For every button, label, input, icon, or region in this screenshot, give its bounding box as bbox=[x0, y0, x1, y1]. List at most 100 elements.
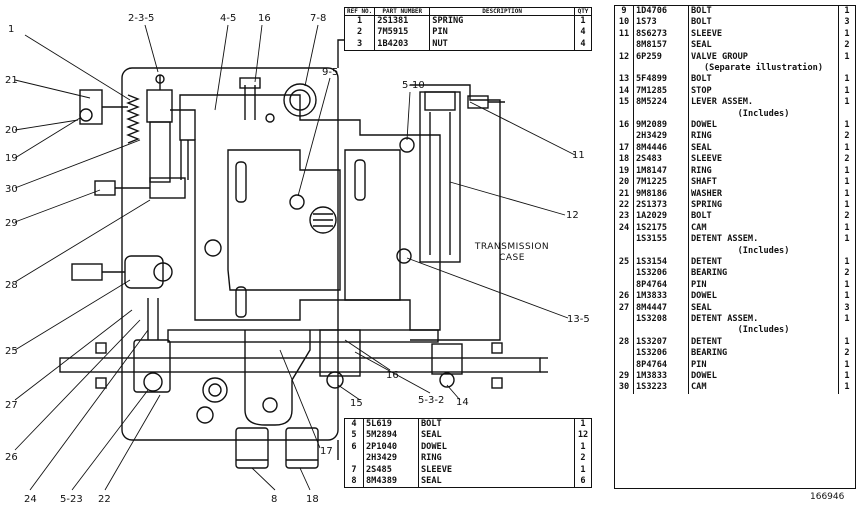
part-number-cell: 8P4764 bbox=[633, 359, 689, 371]
ref-no-cell bbox=[615, 359, 634, 371]
description-cell: SLEEVE bbox=[688, 154, 839, 166]
qty-cell: 1 bbox=[844, 222, 850, 233]
callout-13-5: 13-5 bbox=[567, 314, 590, 325]
callout-20: 20 bbox=[5, 125, 18, 136]
ref-no-cell: 19 bbox=[615, 165, 634, 178]
detent-assembly bbox=[124, 255, 164, 289]
callout-21: 21 bbox=[5, 75, 18, 86]
ref-no-cell bbox=[615, 279, 634, 292]
part-number-cell: 7M1285 bbox=[633, 85, 689, 98]
qty-cell bbox=[839, 63, 856, 74]
callout-5-10: 5-10 bbox=[402, 80, 425, 91]
qty-cell: 1 bbox=[844, 51, 850, 62]
description-cell: PIN bbox=[429, 27, 575, 39]
part-number-cell: 1S3207 bbox=[633, 336, 689, 349]
callout-16-bottom: 16 bbox=[386, 370, 399, 381]
description-cell: NUT bbox=[429, 38, 575, 51]
ref-no-cell: 18 bbox=[615, 154, 634, 166]
description-cell: STOP bbox=[688, 85, 839, 98]
part-number-cell: 6P259 bbox=[633, 51, 689, 64]
qty-cell: 1 bbox=[844, 291, 850, 302]
ref-no-cell: 1 bbox=[345, 15, 376, 28]
qty-cell: 1 bbox=[580, 441, 586, 452]
description-cell: WASHER bbox=[688, 188, 839, 200]
ref-no-cell bbox=[615, 63, 634, 75]
qty-cell: 1 bbox=[844, 85, 850, 96]
part-number-cell bbox=[633, 63, 689, 75]
table-row: (Includes) bbox=[615, 245, 855, 257]
ref-no-cell: 13 bbox=[615, 74, 634, 86]
spring-housing bbox=[146, 89, 173, 123]
part-number-cell: 2S1373 bbox=[633, 199, 689, 212]
callout-28: 28 bbox=[5, 280, 18, 291]
callout-18: 18 bbox=[306, 494, 319, 505]
spool-cap bbox=[424, 91, 456, 111]
part-number-cell: 8M4446 bbox=[633, 142, 689, 155]
part-number-cell: 2H3429 bbox=[363, 453, 419, 465]
ref-no-cell: 23 bbox=[615, 211, 634, 223]
part-number-cell: 9M8186 bbox=[633, 188, 689, 200]
ref-no-cell: 24 bbox=[615, 222, 634, 235]
ref-no-cell bbox=[615, 40, 634, 52]
header-ref: REF NO. bbox=[345, 8, 376, 16]
qty-cell: 1 bbox=[844, 97, 850, 108]
ref-no-cell: 27 bbox=[615, 302, 634, 314]
description-cell: BOLT bbox=[688, 6, 839, 18]
description-cell: SEAL bbox=[688, 302, 839, 314]
ref-no-cell bbox=[615, 348, 634, 360]
ref-no-cell: 29 bbox=[615, 371, 634, 383]
description-cell: SHAFT bbox=[688, 177, 839, 189]
part-number-cell: 5F4899 bbox=[633, 74, 689, 86]
callout-24: 24 bbox=[24, 494, 37, 505]
cam-bolt bbox=[94, 180, 116, 196]
qty-cell: 3 bbox=[844, 17, 850, 28]
callout-14: 14 bbox=[456, 397, 469, 408]
qty-cell bbox=[839, 109, 856, 120]
qty-cell: 1 bbox=[844, 177, 850, 188]
qty-cell: 1 bbox=[844, 336, 850, 347]
part-number-cell: 8M4389 bbox=[363, 476, 419, 488]
description-cell: (Includes) bbox=[688, 108, 839, 121]
callout-30: 30 bbox=[5, 184, 18, 195]
ref-no-cell bbox=[615, 245, 634, 257]
qty-cell: 2 bbox=[844, 131, 850, 142]
description-cell: BEARING bbox=[688, 268, 839, 280]
description-cell: SEAL bbox=[418, 430, 575, 442]
part-number-cell: 1S73 bbox=[633, 17, 689, 29]
qty-cell: 2 bbox=[844, 211, 850, 222]
qty-cell: 12 bbox=[577, 430, 589, 441]
case-outline bbox=[410, 84, 501, 341]
part-number-cell: 1S3206 bbox=[633, 268, 689, 280]
drain-plug bbox=[309, 206, 337, 234]
part-number-cell: 1M8147 bbox=[633, 165, 689, 178]
qty-cell: 4 bbox=[580, 38, 586, 49]
lever-arm bbox=[244, 330, 311, 426]
ref-no-cell bbox=[345, 453, 364, 465]
ref-no-cell: 8 bbox=[345, 476, 364, 488]
valve-body bbox=[179, 94, 441, 331]
qty-cell: 1 bbox=[844, 28, 850, 39]
ref-no-cell bbox=[615, 234, 634, 246]
description-cell: BOLT bbox=[688, 74, 839, 86]
housing-outline bbox=[121, 67, 339, 441]
ref-no-cell: 11 bbox=[615, 28, 634, 41]
ref-no-cell: 14 bbox=[615, 85, 634, 98]
part-number-cell bbox=[633, 325, 689, 337]
callout-1: 1 bbox=[8, 24, 15, 35]
ref-no-cell: 21 bbox=[615, 188, 634, 200]
qty-cell: 1 bbox=[844, 74, 850, 85]
description-cell: SEAL bbox=[688, 142, 839, 155]
part-number-cell: 1M3833 bbox=[633, 371, 689, 383]
description-cell: DOWEL bbox=[688, 371, 839, 383]
callout-9-5: 9-5 bbox=[322, 67, 339, 78]
ref-no-cell: 15 bbox=[615, 97, 634, 109]
description-cell: SEAL bbox=[688, 40, 839, 52]
part-number-cell: 1S3155 bbox=[633, 234, 689, 246]
